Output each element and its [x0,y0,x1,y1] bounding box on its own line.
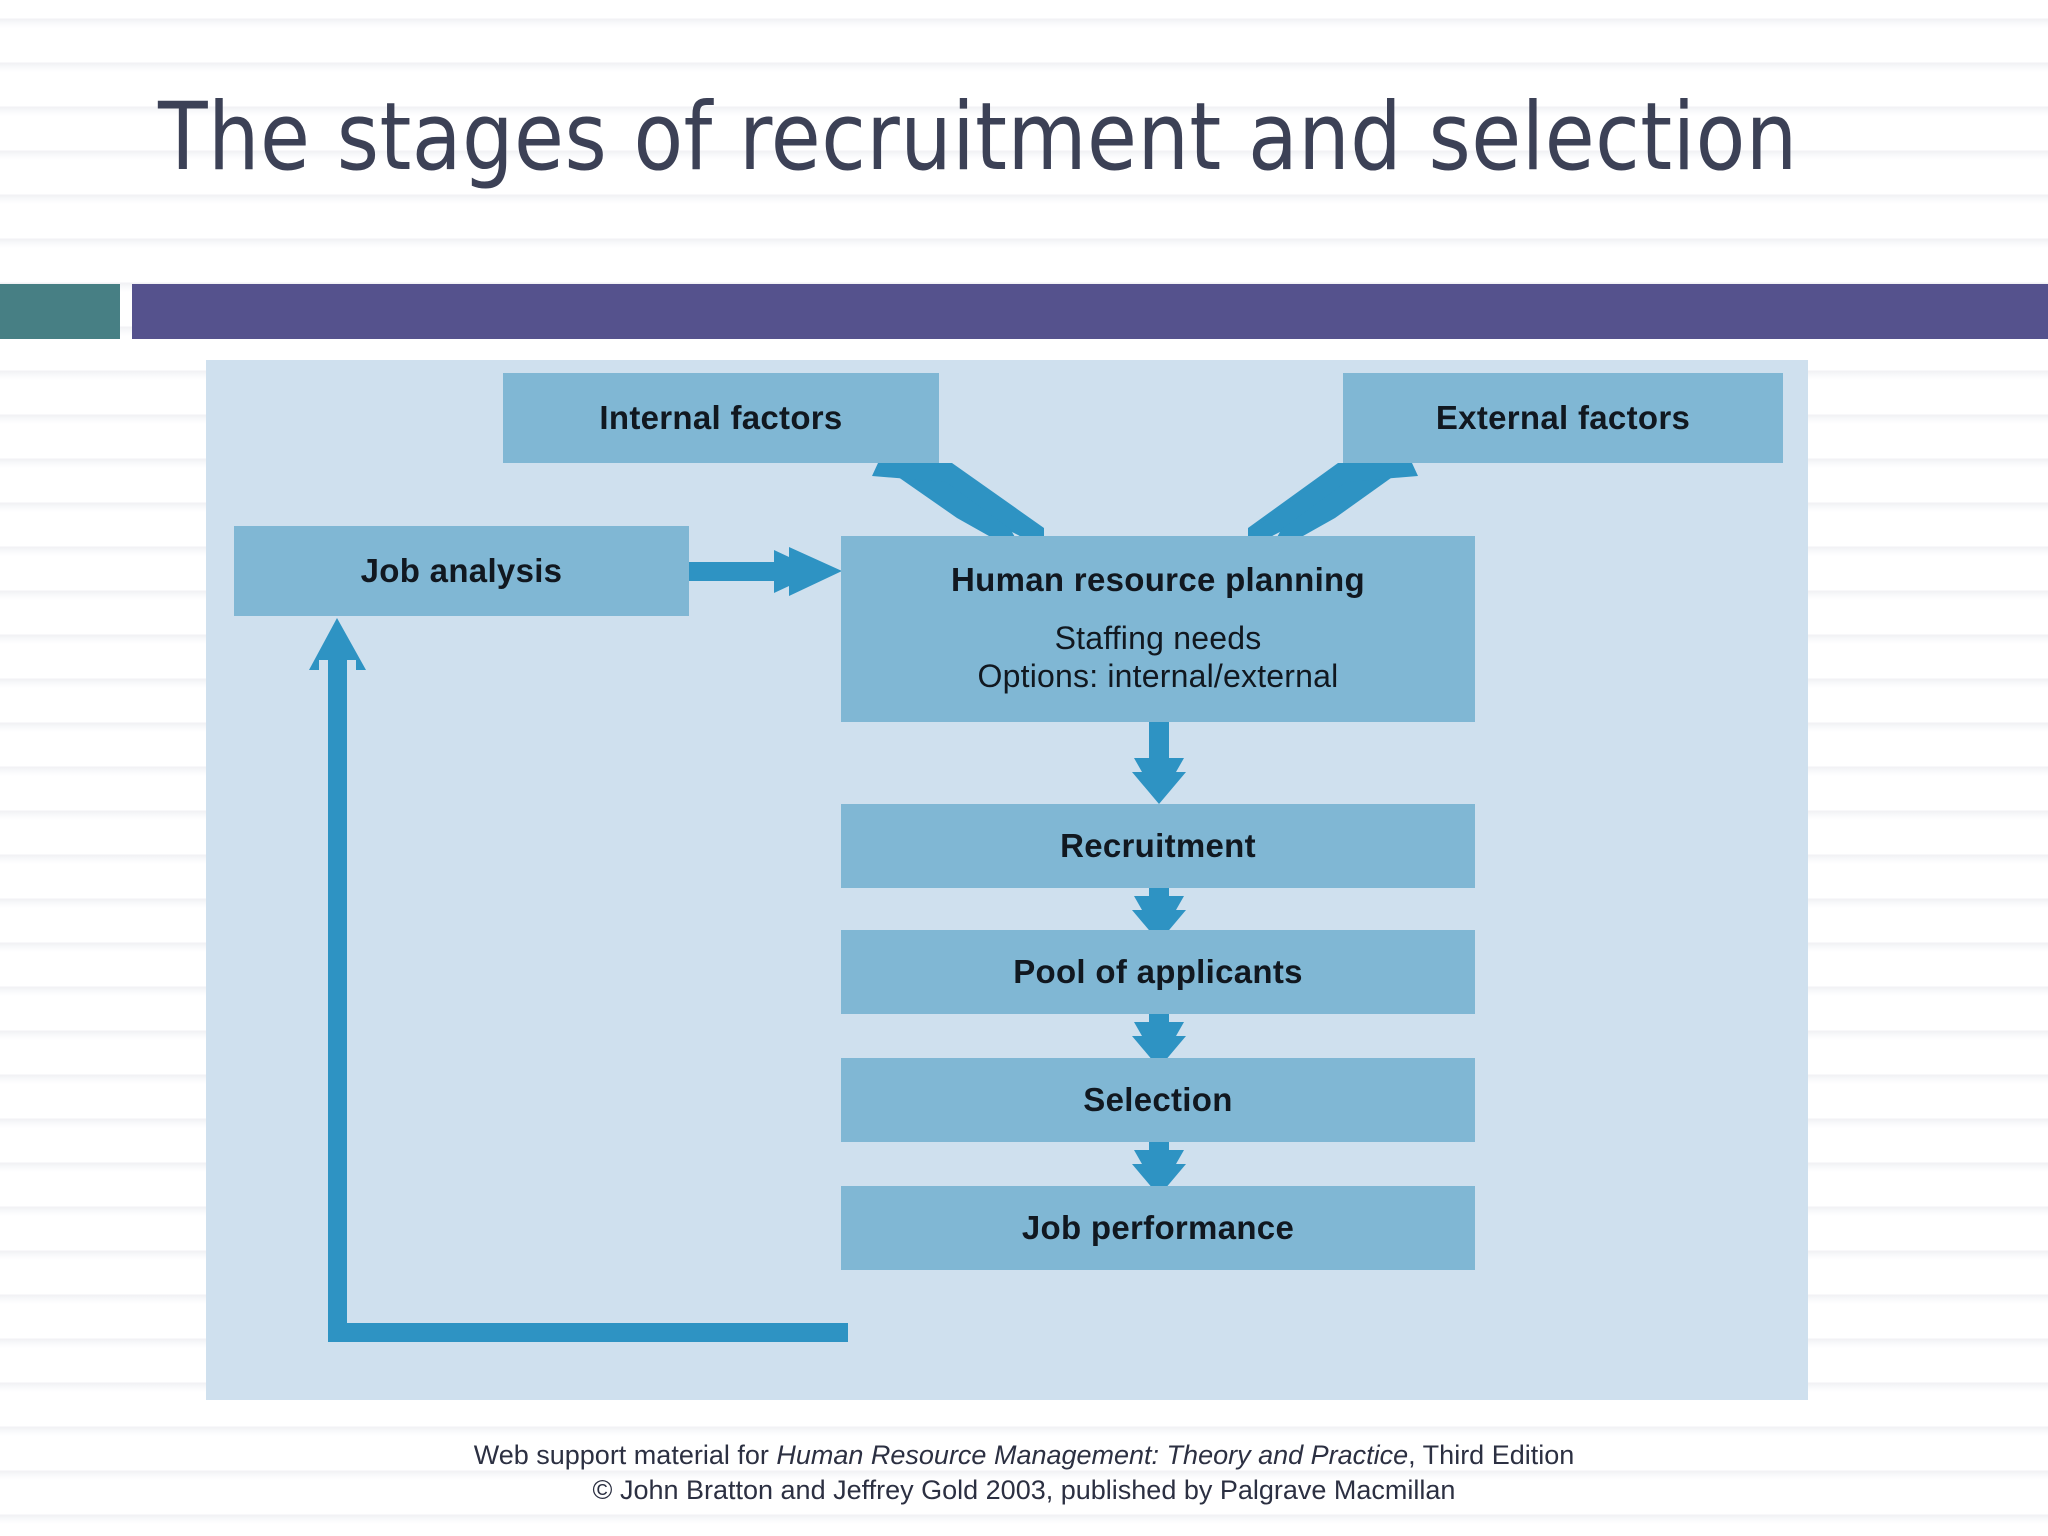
diagram-panel: Internal factors External factors Job an… [206,360,1808,1400]
node-recruitment[interactable]: Recruitment [841,804,1475,888]
node-label: External factors [1435,398,1691,436]
arrow-hrp-to-recruitment [1132,722,1186,804]
node-label: Selection [1083,1080,1233,1118]
header-rule [132,284,2048,339]
footer-credit: Web support material for Human Resource … [0,1438,2048,1507]
node-label: Pool of applicants [1013,952,1303,990]
node-sublabel-options: Options: internal/external [977,658,1339,695]
node-label: Job analysis [360,551,563,589]
node-job-performance[interactable]: Job performance [841,1186,1475,1270]
accent-block [0,284,120,339]
footer-line1-suffix: , Third Edition [1408,1440,1575,1470]
node-label: Recruitment [1060,826,1256,864]
node-human-resource-planning[interactable]: Human resource planning Staffing needs O… [841,536,1475,722]
node-external-factors[interactable]: External factors [1343,373,1783,463]
arrow-feedback-jobperformance-to-jobanalysis [309,618,848,1342]
node-sublabels: Staffing needs Options: internal/externa… [978,620,1339,696]
footer-line1-prefix: Web support material for [473,1440,777,1470]
node-label: Internal factors [599,398,843,436]
node-job-analysis[interactable]: Job analysis [234,526,689,616]
footer-line1-book-title: Human Resource Management: Theory and Pr… [776,1440,1409,1470]
node-internal-factors[interactable]: Internal factors [503,373,939,463]
node-selection[interactable]: Selection [841,1058,1475,1142]
footer-line-2: © John Bratton and Jeffrey Gold 2003, pu… [592,1474,1456,1505]
node-sublabel-staffing-needs: Staffing needs [1054,620,1262,657]
footer-line-1: Web support material for Human Resource … [0,1438,2048,1473]
node-pool-of-applicants[interactable]: Pool of applicants [841,930,1475,1014]
arrow-jobanalysis-to-hrp [689,547,842,596]
page-title: The stages of recruitment and selection [158,83,1798,192]
node-label: Job performance [1021,1208,1295,1246]
node-label: Human resource planning [951,561,1365,598]
